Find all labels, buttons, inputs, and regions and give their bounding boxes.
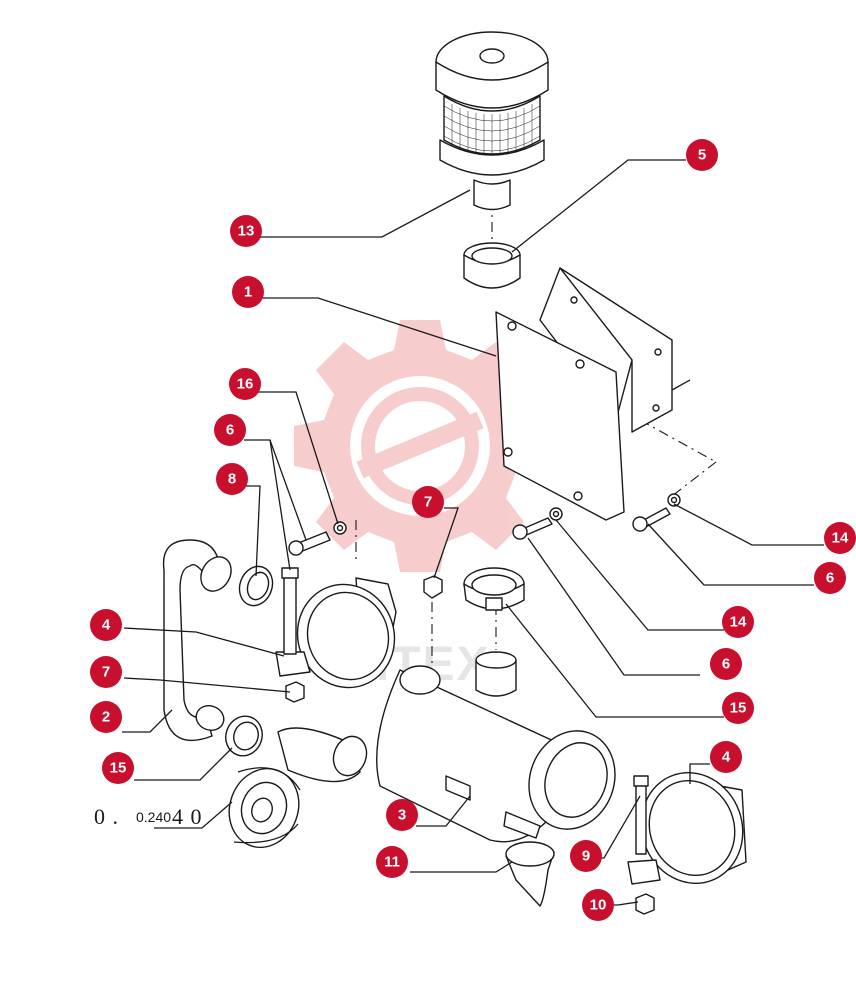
svg-text:15: 15 — [110, 760, 127, 777]
svg-text:8: 8 — [228, 471, 236, 488]
callout-badge[interactable]: 9 — [570, 840, 602, 872]
hose-clamp-small-part — [238, 565, 274, 607]
filter-housing-part — [376, 651, 616, 843]
svg-text:5: 5 — [698, 147, 706, 164]
mounting-bracket-part — [495, 267, 691, 521]
svg-text:14: 14 — [730, 614, 747, 631]
callout-badge[interactable]: 6 — [814, 562, 846, 594]
callouts: 13 5 1 16 6 8 7 4 7 2 15 14 6 14 6 15 4 … — [90, 139, 856, 921]
callout-badge[interactable]: 3 — [386, 799, 418, 831]
band-clamp-left-part — [275, 567, 397, 689]
callout-badge[interactable]: 4 — [90, 609, 122, 641]
bracket-fasteners — [512, 493, 681, 540]
callout-badge[interactable]: 7 — [412, 486, 444, 518]
callout-badge[interactable]: 7 — [90, 656, 122, 688]
svg-text:6: 6 — [226, 422, 234, 439]
callout-badge[interactable]: 16 — [229, 368, 261, 400]
svg-text:7: 7 — [424, 494, 432, 511]
callout-badge[interactable]: 2 — [90, 701, 122, 733]
callout-badge[interactable]: 15 — [102, 752, 134, 784]
callout-badge[interactable]: 4 — [710, 741, 742, 773]
callout-badge[interactable]: 6 — [214, 414, 246, 446]
svg-text:15: 15 — [730, 700, 747, 717]
watermark-logo-icon — [294, 320, 546, 572]
band-clamp-right-part — [627, 771, 747, 915]
svg-text:16: 16 — [237, 376, 254, 393]
svg-text:9: 9 — [582, 848, 590, 865]
leader-lines — [122, 159, 824, 906]
svg-text:6: 6 — [826, 570, 834, 587]
adapter-part — [463, 242, 521, 289]
diagram-code: 0 . 0.240 4 0 — [94, 804, 203, 829]
svg-text:1: 1 — [244, 284, 252, 301]
callout-badge[interactable]: 15 — [722, 692, 754, 724]
svg-text:13: 13 — [238, 223, 255, 240]
diagram-code-middle: 0.240 — [136, 809, 171, 825]
callout-badge[interactable]: 13 — [230, 215, 262, 247]
dust-valve-part — [505, 841, 555, 907]
svg-text:11: 11 — [384, 854, 400, 871]
svg-text:4: 4 — [102, 617, 111, 634]
callout-badge[interactable]: 11 — [376, 846, 408, 878]
svg-text:2: 2 — [102, 709, 110, 726]
svg-text:7: 7 — [102, 664, 110, 681]
left-fasteners — [285, 521, 443, 703]
callout-badge[interactable]: 14 — [824, 522, 856, 554]
callout-badge[interactable]: 1 — [232, 276, 264, 308]
diagram-code-suffix: 4 0 — [172, 804, 203, 829]
callout-badge[interactable]: 14 — [722, 606, 754, 638]
callout-badge[interactable]: 10 — [582, 889, 614, 921]
callout-badge[interactable]: 8 — [216, 463, 248, 495]
callout-badge[interactable]: 6 — [710, 648, 742, 680]
pre-cleaner-part — [435, 31, 549, 211]
svg-text:10: 10 — [590, 897, 607, 914]
svg-text:14: 14 — [832, 530, 849, 547]
svg-text:4: 4 — [722, 749, 731, 766]
callout-badge[interactable]: 5 — [686, 139, 718, 171]
svg-text:3: 3 — [398, 807, 406, 824]
svg-text:6: 6 — [722, 656, 730, 673]
hose-clamp-lower-part — [225, 715, 263, 757]
hose-clamp-part — [463, 567, 525, 611]
intake-pipe-part — [228, 727, 368, 849]
diagram-code-prefix: 0 . — [94, 804, 119, 829]
elbow-hose-part — [162, 539, 232, 741]
